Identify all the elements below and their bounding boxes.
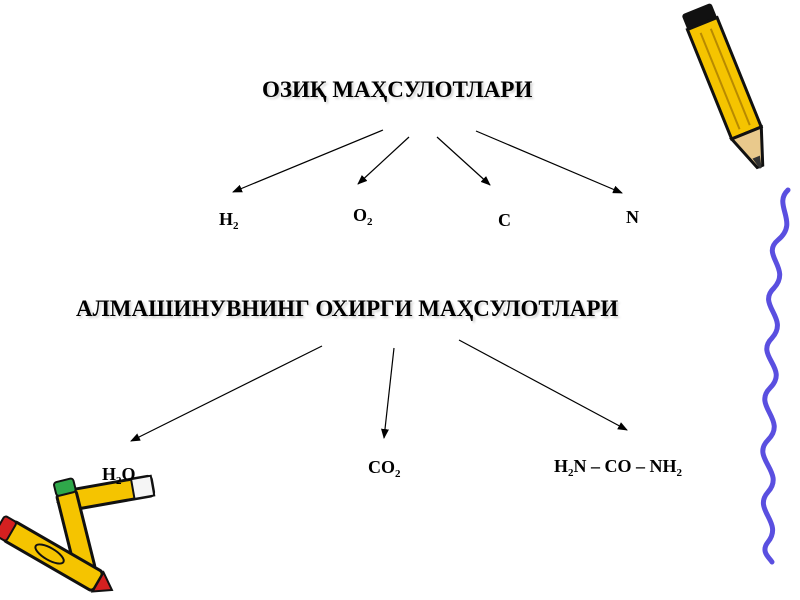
arrow-to-co2 — [381, 347, 395, 439]
arrow-to-n — [475, 130, 623, 194]
formula-urea: H2N – CO – NH2 — [554, 456, 683, 479]
arrow-to-urea — [458, 339, 628, 431]
formula-c: C — [498, 210, 511, 230]
pencil-icon — [682, 3, 765, 170]
nutrients-heading: ОЗИҚ МАҲСУЛОТЛАРИ — [262, 77, 533, 102]
arrow-to-h2o — [130, 345, 323, 442]
formula-o2: O2 — [353, 205, 373, 228]
end-products-heading: АЛМАШИНУВНИНГ ОХИРГИ МАҲСУЛОТЛАРИ — [76, 296, 619, 321]
formula-h2: H2 — [219, 209, 239, 232]
crayons-icon — [0, 474, 156, 593]
formula-n: N — [626, 207, 639, 227]
formula-h2o: H2O — [102, 464, 136, 487]
squiggle-line — [760, 187, 791, 565]
arrow-to-h2 — [232, 129, 384, 193]
formula-co2: CO2 — [368, 457, 401, 480]
arrow-to-o2 — [357, 136, 410, 185]
arrow-to-c — [436, 136, 491, 186]
